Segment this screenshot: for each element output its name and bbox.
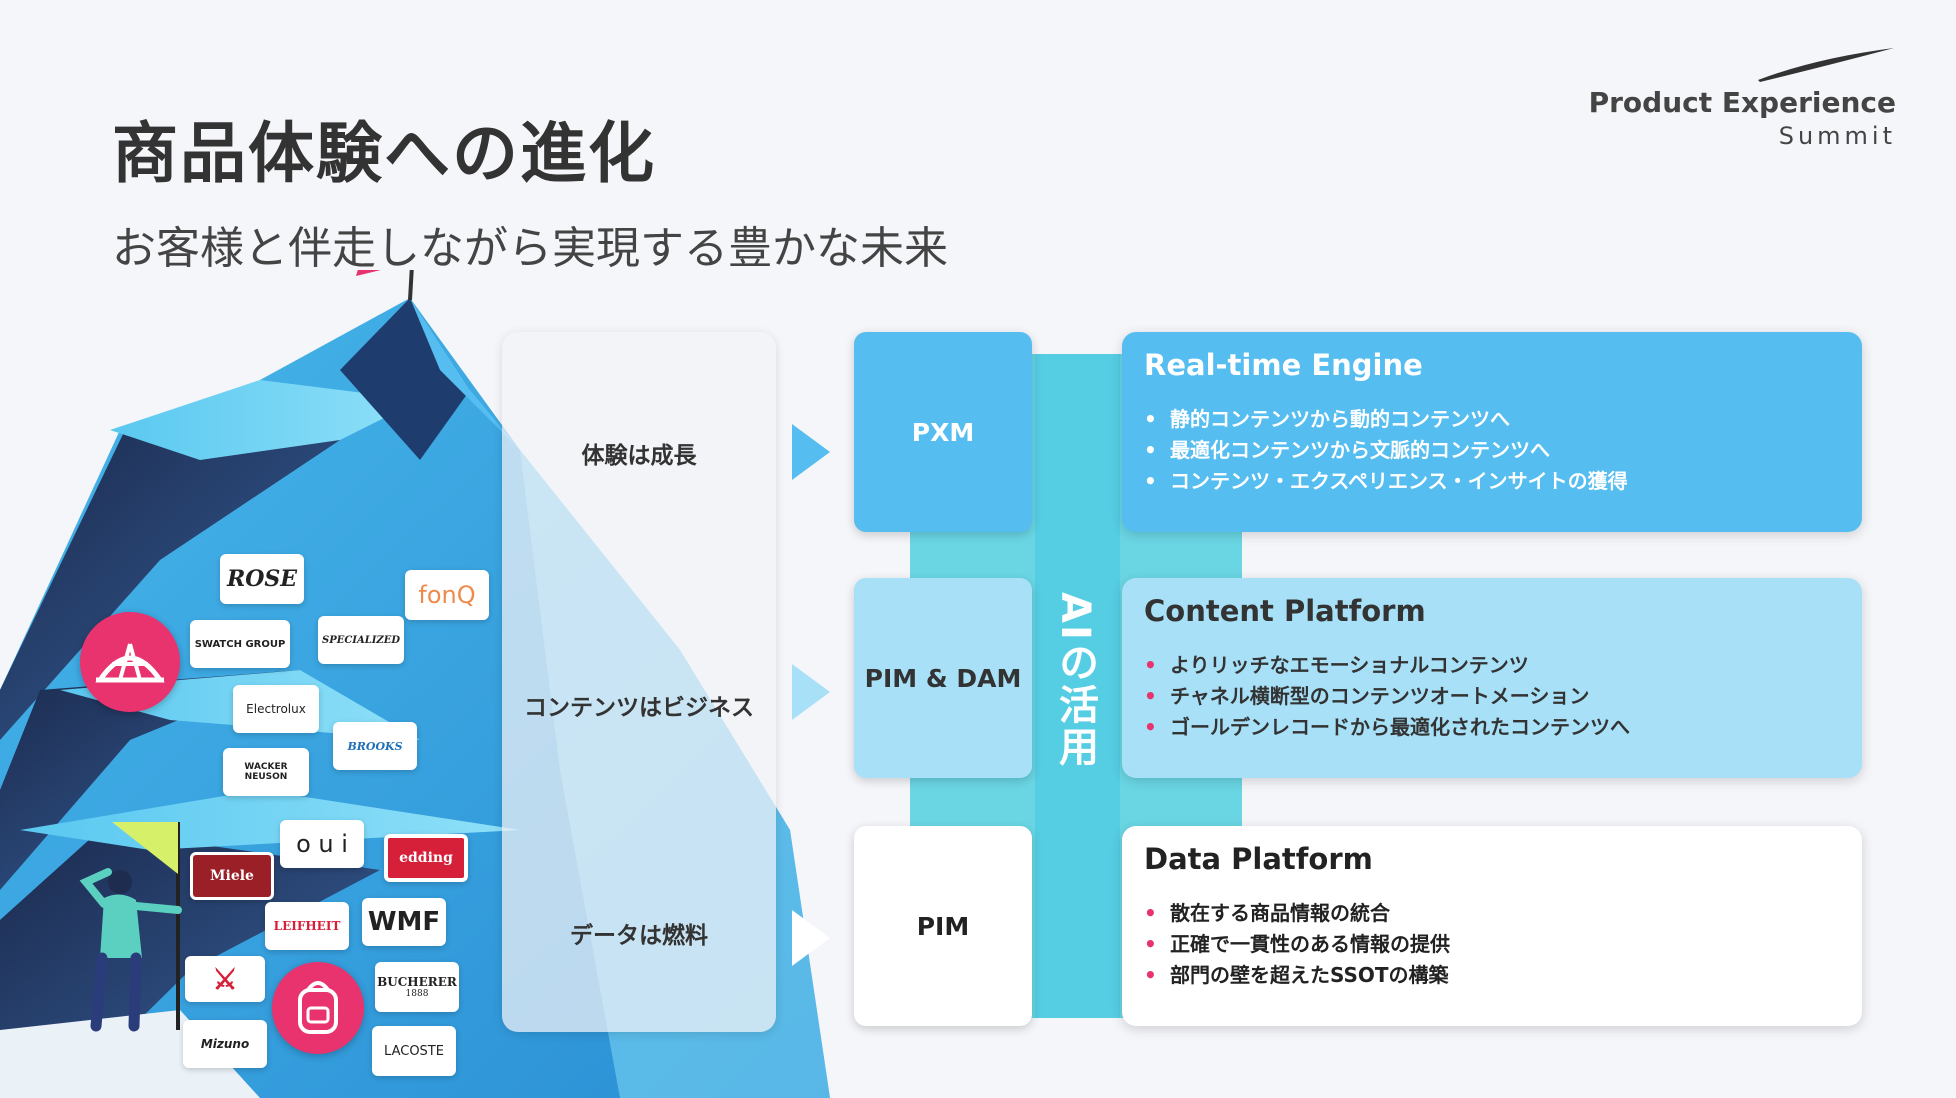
tent-icon bbox=[95, 643, 165, 683]
stage-label-data: データは燃料 bbox=[570, 923, 708, 949]
arrow-right-icon bbox=[792, 664, 830, 720]
logo-text-line1: Product Experience bbox=[1588, 86, 1896, 119]
brand-bucherer: BUCHERER 1888 bbox=[375, 962, 459, 1012]
list-item: 部門の壁を超えたSSOTの構築 bbox=[1144, 960, 1840, 991]
stage-label-content: コンテンツはビジネス bbox=[524, 695, 754, 721]
tier-box-pxm: PXM bbox=[854, 332, 1032, 532]
brand-edding: edding bbox=[384, 834, 468, 882]
list-item: コンテンツ・エクスペリエンス・インサイトの獲得 bbox=[1144, 466, 1840, 497]
brand-mizuno: Mizuno bbox=[183, 1020, 267, 1068]
list-item: 最適化コンテンツから文脈的コンテンツへ bbox=[1144, 435, 1840, 466]
brand-rose: ROSE bbox=[220, 554, 304, 604]
backpack-badge bbox=[272, 962, 364, 1054]
brand-fonq: fonQ bbox=[405, 570, 489, 620]
desc-list: よりリッチなエモーショナルコンテンツ チャネル横断型のコンテンツオートメーション… bbox=[1144, 650, 1840, 743]
stages-panel: 体験は成長 コンテンツはビジネス データは燃料 bbox=[502, 332, 776, 1032]
tent-badge bbox=[80, 612, 180, 712]
list-item: 散在する商品情報の統合 bbox=[1144, 898, 1840, 929]
list-item: チャネル横断型のコンテンツオートメーション bbox=[1144, 681, 1840, 712]
brand-oui: o u i bbox=[280, 820, 364, 868]
desc-title: Real-time Engine bbox=[1144, 348, 1423, 382]
page-title: 商品体験への進化 bbox=[112, 115, 656, 192]
stage-label-experience: 体験は成長 bbox=[581, 443, 697, 469]
brand-specialized: SPECIALIZED bbox=[318, 616, 404, 664]
ai-label: AIの活用 bbox=[1052, 592, 1098, 768]
desc-list: 散在する商品情報の統合 正確で一貫性のある情報の提供 部門の壁を超えたSSOTの… bbox=[1144, 898, 1840, 991]
summit-logo: Product Experience Summit bbox=[1589, 44, 1896, 154]
list-item: 正確で一貫性のある情報の提供 bbox=[1144, 929, 1840, 960]
brand-electrolux: Electrolux bbox=[233, 685, 319, 733]
backpack-icon bbox=[298, 981, 338, 1034]
desc-list: 静的コンテンツから動的コンテンツへ 最適化コンテンツから文脈的コンテンツへ コン… bbox=[1144, 404, 1840, 497]
desc-box-realtime-engine: Real-time Engine 静的コンテンツから動的コンテンツへ 最適化コン… bbox=[1122, 332, 1862, 532]
brand-wmf: WMF bbox=[362, 898, 446, 946]
swoosh-icon bbox=[1758, 48, 1894, 82]
tier-box-pim-dam: PIM & DAM bbox=[854, 578, 1032, 778]
arrow-right-icon bbox=[792, 424, 830, 480]
list-item: 静的コンテンツから動的コンテンツへ bbox=[1144, 404, 1840, 435]
list-item: ゴールデンレコードから最適化されたコンテンツへ bbox=[1144, 712, 1840, 743]
desc-title: Data Platform bbox=[1144, 842, 1373, 876]
brand-wacker-neuson: WACKER NEUSON bbox=[223, 748, 309, 796]
brand-miele: Miele bbox=[190, 852, 274, 900]
arrow-right-icon bbox=[792, 910, 830, 966]
ai-band-column bbox=[1035, 354, 1120, 1018]
desc-box-data-platform: Data Platform 散在する商品情報の統合 正確で一貫性のある情報の提供… bbox=[1122, 826, 1862, 1026]
zwilling-icon: ⚔ bbox=[185, 956, 265, 1002]
list-item: よりリッチなエモーショナルコンテンツ bbox=[1144, 650, 1840, 681]
page-subtitle: お客様と伴走しながら実現する豊かな未来 bbox=[112, 223, 948, 274]
brand-bucherer-name: BUCHERER bbox=[377, 975, 457, 989]
brand-lacoste: LACOSTE bbox=[372, 1026, 456, 1076]
desc-title: Content Platform bbox=[1144, 594, 1426, 628]
tier-box-pim: PIM bbox=[854, 826, 1032, 1026]
brand-bucherer-year: 1888 bbox=[405, 989, 429, 999]
desc-box-content-platform: Content Platform よりリッチなエモーショナルコンテンツ チャネル… bbox=[1122, 578, 1862, 778]
logo-text-line2: Summit bbox=[1778, 122, 1896, 150]
brand-brooks: BROOKS bbox=[333, 722, 417, 770]
brand-leifheit: LEIFHEIT bbox=[265, 902, 349, 950]
brand-swatch: SWATCH GROUP bbox=[190, 620, 290, 668]
